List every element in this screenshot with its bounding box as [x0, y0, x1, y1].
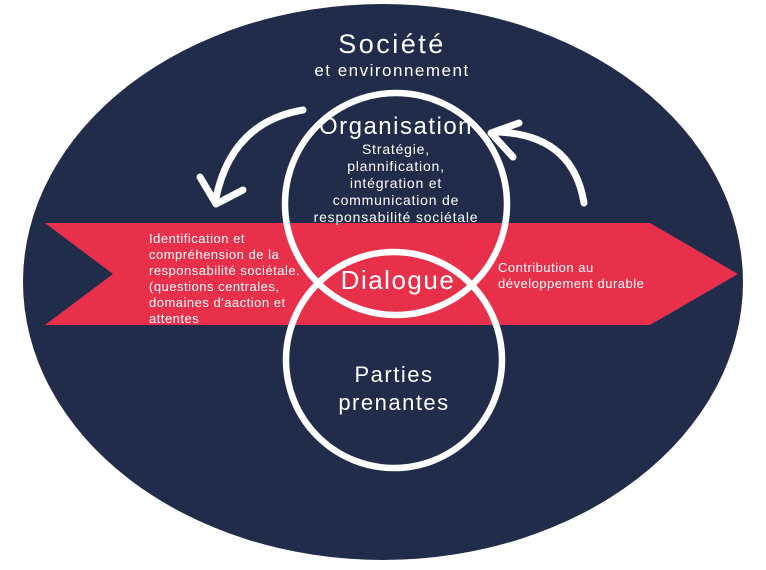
process-arrow-band	[45, 223, 738, 325]
organisation-circle	[281, 89, 511, 319]
society-subtitle: et environnement	[314, 61, 470, 80]
curved-arrow-left-icon	[196, 106, 307, 208]
dialogue-label: Dialogue	[340, 265, 456, 295]
parties-prenantes-circle	[282, 248, 506, 472]
band-left-text: Identification et compréhension de la re…	[149, 231, 301, 326]
band-right-text: Contribution au développement durable	[498, 260, 645, 291]
society-title: Société	[338, 29, 446, 59]
organisation-description: Stratégie, plannification, intégration e…	[313, 141, 479, 225]
curved-arrow-right-icon	[487, 119, 588, 207]
parties-prenantes-label: Parties prenantes	[338, 362, 450, 415]
organisation-title: Organisation	[318, 113, 474, 140]
